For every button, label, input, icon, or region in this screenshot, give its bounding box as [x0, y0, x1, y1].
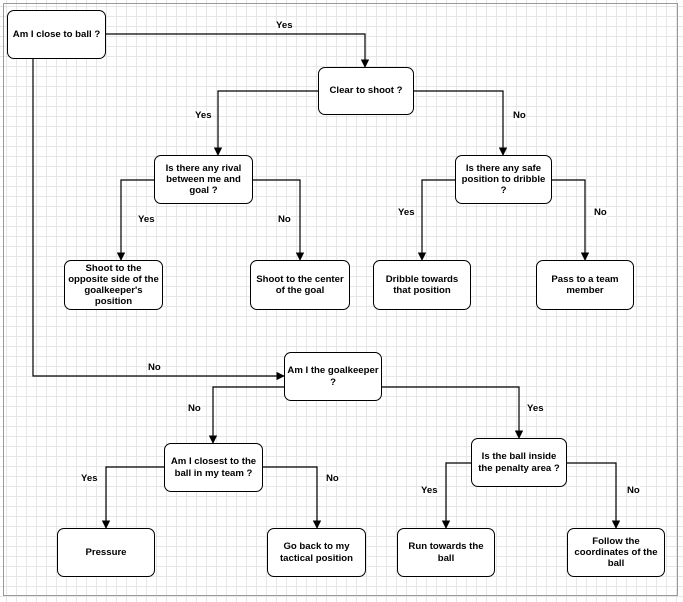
node-rival-between: Is there any rival between me and goal ?	[154, 155, 253, 204]
edge-safe-no	[552, 179, 590, 261]
edge-label-rival-no: No	[278, 214, 291, 225]
node-label: Am I close to ball ?	[12, 28, 101, 40]
edge-penalty-no	[567, 462, 621, 529]
edge-label-gk-no: No	[188, 403, 201, 414]
edge-label-safe-yes: Yes	[398, 207, 415, 218]
edge-label-rival-yes: Yes	[138, 214, 155, 225]
edge-label-closest-yes: Yes	[81, 473, 98, 484]
edge-label-gk-yes: Yes	[527, 403, 544, 414]
edge-gk-yes	[382, 386, 524, 439]
node-label: Is there any rival between me and goal ?	[165, 162, 242, 197]
node-clear-to-shoot: Clear to shoot ?	[318, 67, 414, 115]
edge-gk-no	[208, 386, 284, 444]
edge-label-close-no: No	[148, 362, 161, 373]
node-pass-team-member: Pass to a team member	[536, 260, 634, 310]
node-am-i-goalkeeper: Am I the goalkeeper ?	[284, 352, 382, 401]
node-label: Pressure	[85, 546, 127, 558]
edge-label-close-yes: Yes	[276, 20, 293, 31]
edge-label-clear-no: No	[513, 110, 526, 121]
edge-close-yes	[106, 33, 370, 68]
edge-close-no	[32, 59, 285, 381]
node-am-i-close-to-ball: Am I close to ball ?	[7, 10, 106, 59]
node-label: Shoot to the opposite side of the goalke…	[68, 262, 159, 308]
node-label: Is the ball inside the penalty area ?	[478, 451, 560, 474]
edge-label-penalty-no: No	[627, 485, 640, 496]
edge-label-clear-yes: Yes	[195, 110, 212, 121]
node-label: Dribble towards that position	[385, 273, 459, 296]
node-label: Run towards the ball	[408, 541, 484, 564]
edge-closest-no	[263, 466, 322, 529]
node-dribble-towards: Dribble towards that position	[373, 260, 471, 310]
edge-penalty-yes	[441, 462, 471, 529]
edge-rival-yes	[116, 179, 154, 261]
node-go-back-tactical: Go back to my tactical position	[267, 528, 366, 577]
edge-label-closest-no: No	[326, 473, 339, 484]
node-label: Follow the coordinates of the ball	[574, 535, 658, 570]
edge-safe-yes	[417, 179, 455, 261]
node-label: Clear to shoot ?	[329, 85, 403, 97]
node-closest-in-team: Am I closest to the ball in my team ?	[164, 443, 263, 492]
node-shoot-center: Shoot to the center of the goal	[250, 260, 350, 310]
edge-closest-yes	[101, 466, 164, 529]
node-follow-coordinates: Follow the coordinates of the ball	[567, 528, 665, 577]
edge-label-penalty-yes: Yes	[421, 485, 438, 496]
node-label: Is there any safe position to dribble ?	[461, 162, 546, 197]
node-label: Go back to my tactical position	[279, 541, 354, 564]
node-safe-to-dribble: Is there any safe position to dribble ?	[455, 155, 552, 204]
node-label: Am I the goalkeeper ?	[287, 365, 379, 388]
edge-label-safe-no: No	[594, 207, 607, 218]
node-label: Pass to a team member	[551, 273, 619, 296]
edge-clear-yes	[213, 90, 318, 156]
node-label: Shoot to the center of the goal	[256, 273, 344, 296]
edge-clear-no	[414, 90, 508, 156]
diagram-frame	[3, 3, 678, 596]
node-ball-in-penalty-area: Is the ball inside the penalty area ?	[471, 438, 567, 487]
node-pressure: Pressure	[57, 528, 155, 577]
node-run-towards-ball: Run towards the ball	[397, 528, 495, 577]
node-label: Am I closest to the ball in my team ?	[170, 456, 257, 479]
node-shoot-opposite-side: Shoot to the opposite side of the goalke…	[64, 260, 163, 310]
edge-rival-no	[253, 179, 305, 261]
